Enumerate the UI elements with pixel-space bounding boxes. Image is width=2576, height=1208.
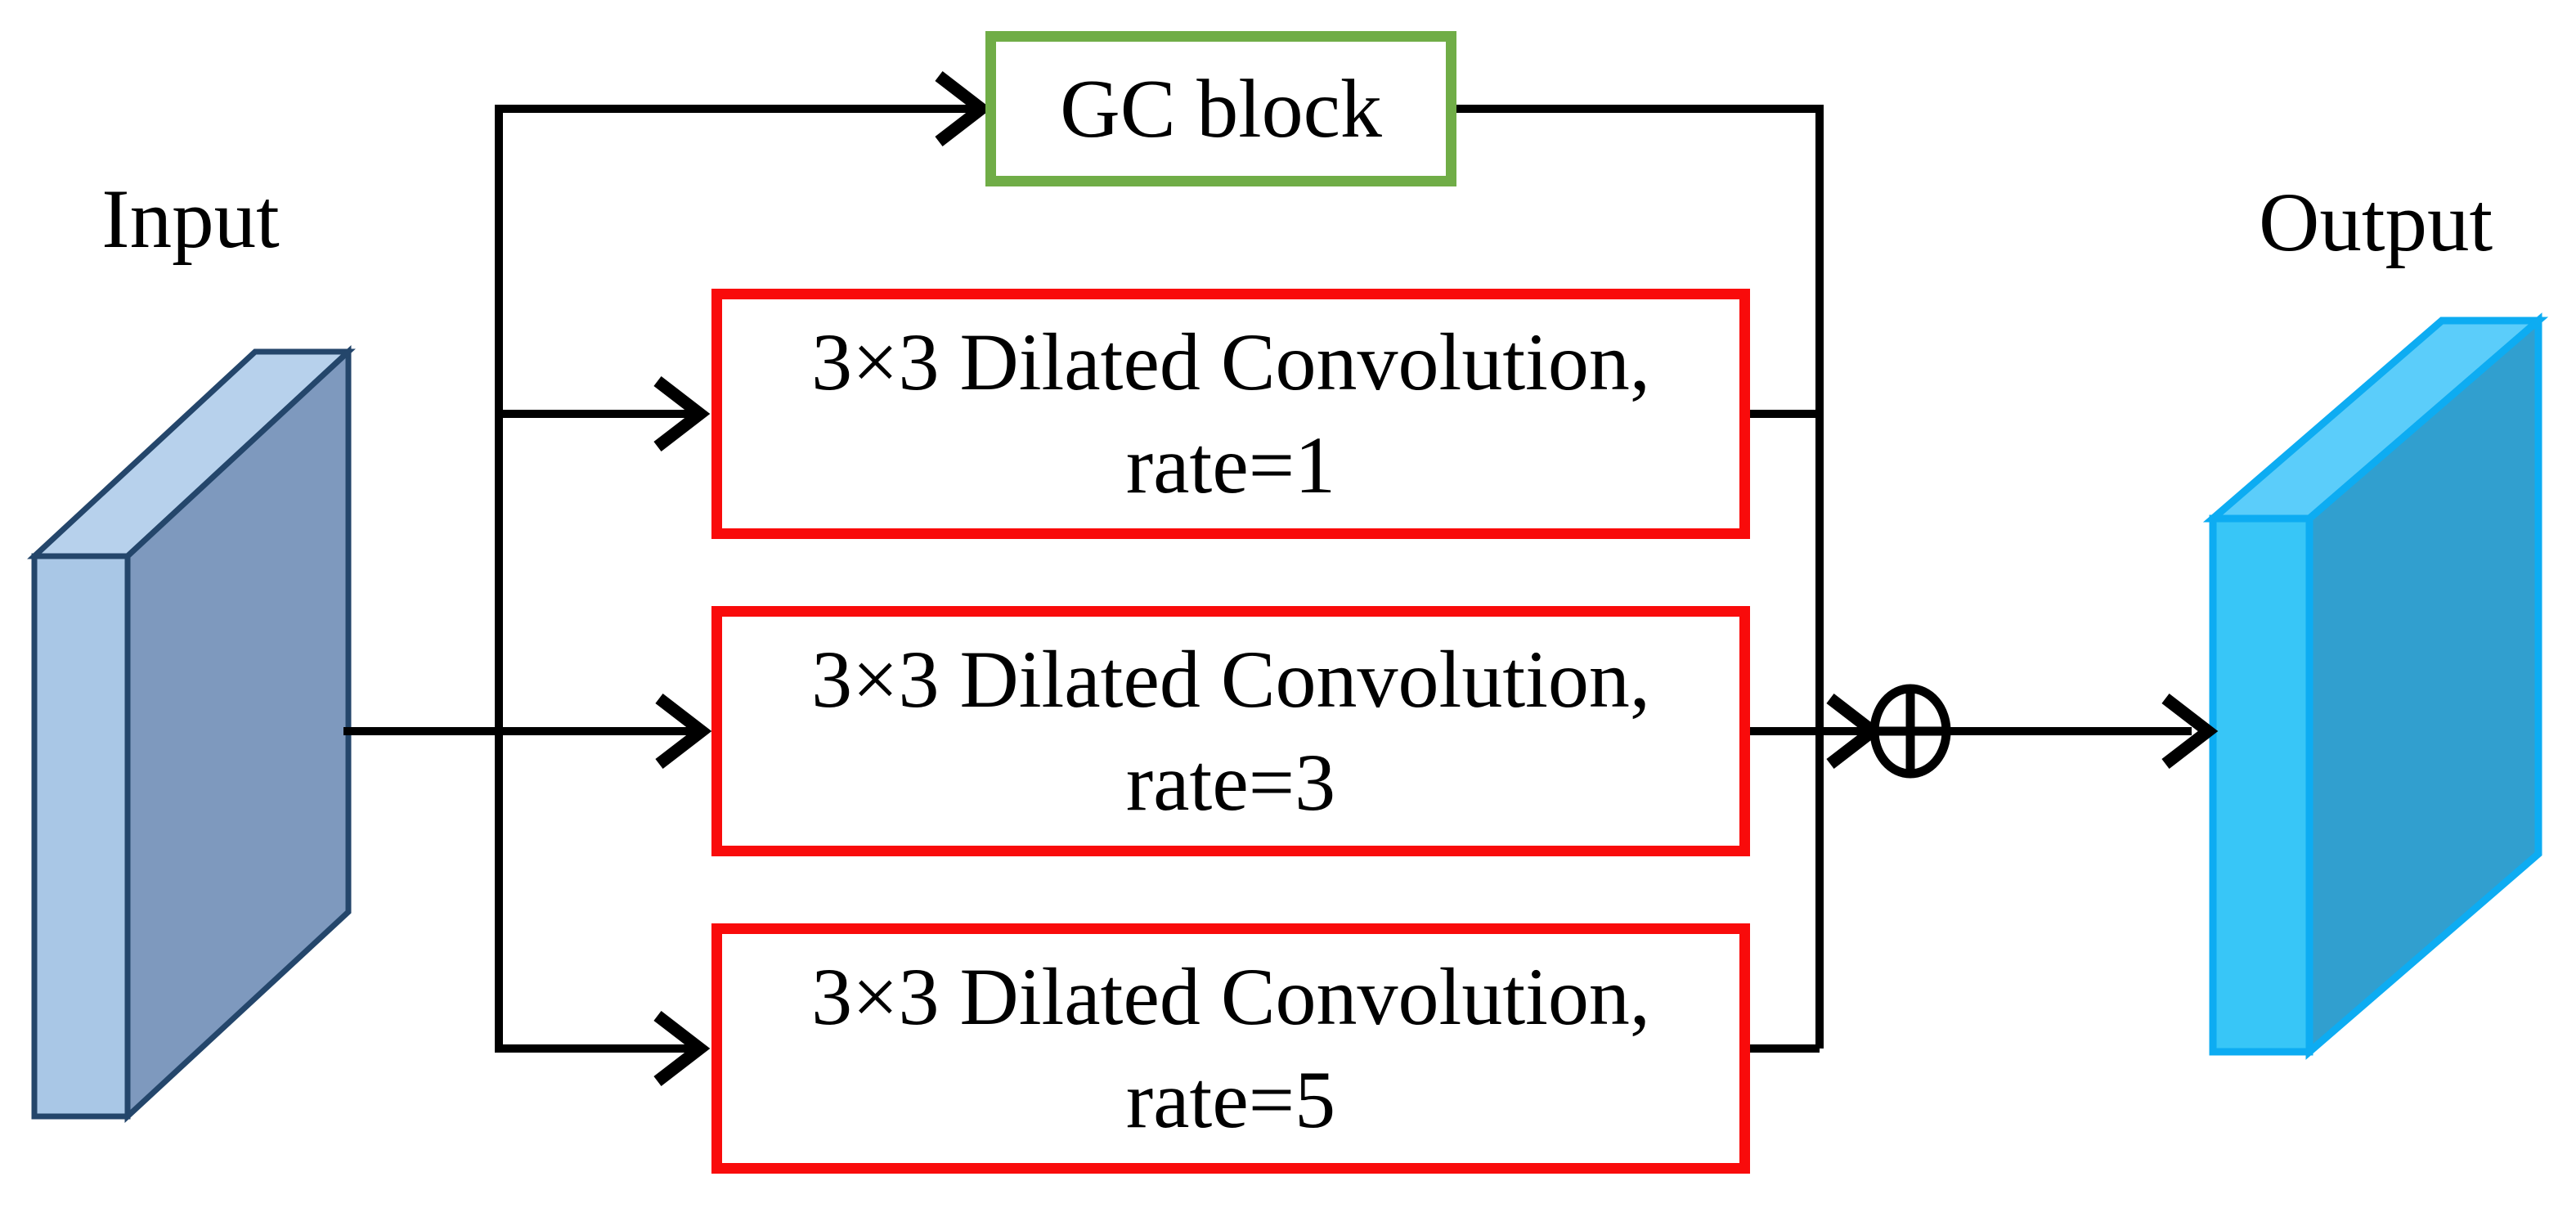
- conv1-label-line2: rate=1: [1125, 420, 1336, 510]
- input-label: Input: [101, 173, 280, 266]
- output-slab: [2202, 312, 2549, 1060]
- sum-icon: [1869, 684, 1951, 779]
- conv3-label-line2: rate=5: [1125, 1054, 1336, 1145]
- arrowhead-into-conv2: [655, 694, 712, 769]
- conv2-label-line2: rate=3: [1125, 737, 1336, 828]
- conv1-label-line1: 3×3 Dilated Convolution,: [811, 317, 1650, 407]
- arrowhead-into-output: [2161, 694, 2219, 769]
- conv-box-rate1: 3×3 Dilated Convolution, rate=1: [711, 289, 1750, 539]
- conv-box-rate5: 3×3 Dilated Convolution, rate=5: [711, 923, 1750, 1174]
- input-slab: [27, 344, 356, 1124]
- conv2-label-line1: 3×3 Dilated Convolution,: [811, 634, 1650, 725]
- arrowhead-into-conv3: [653, 1011, 711, 1086]
- conv-box-rate3: 3×3 Dilated Convolution, rate=3: [711, 606, 1750, 856]
- output-slab-front-face: [2209, 514, 2313, 1056]
- input-slab-front-face: [31, 553, 131, 1120]
- output-label: Output: [2258, 176, 2493, 269]
- gc-out-and-right-collector-line: [1456, 105, 1824, 1049]
- gc-block-box: GC block: [985, 31, 1456, 186]
- arrowhead-into-conv1: [653, 376, 711, 451]
- branch-line-top-and-bottom: [495, 105, 973, 1053]
- arrowhead-into-gc-block: [935, 71, 992, 146]
- connector-lines: [343, 105, 2192, 1053]
- conv3-label-line1: 3×3 Dilated Convolution,: [811, 951, 1650, 1042]
- gc-block-label: GC block: [1060, 62, 1382, 155]
